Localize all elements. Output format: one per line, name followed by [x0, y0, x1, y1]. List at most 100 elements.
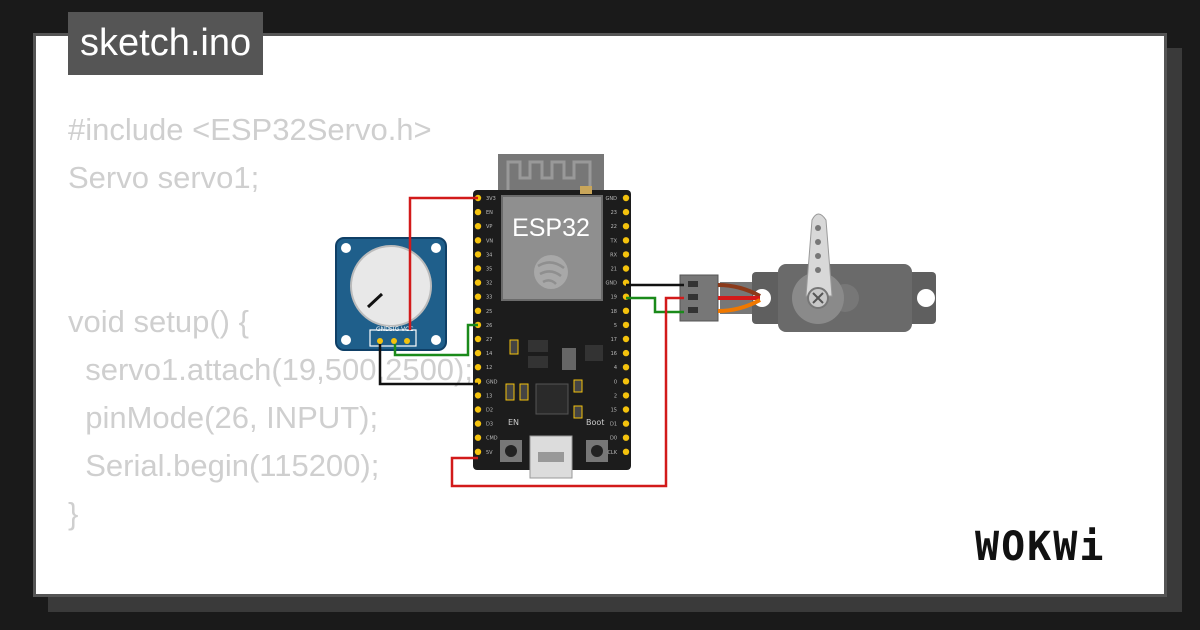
file-tab[interactable]: sketch.ino	[68, 12, 264, 75]
board-pin-label: 22	[611, 224, 617, 230]
boot-label: Boot	[586, 418, 604, 427]
board-pin[interactable]	[474, 420, 482, 427]
board-pin[interactable]	[474, 237, 482, 244]
wire-servo-signal	[626, 296, 684, 314]
board-pin-label: D1	[610, 422, 617, 428]
board-pin[interactable]	[622, 378, 630, 385]
code-line: Servo servo1;	[68, 160, 260, 195]
board-pin[interactable]	[474, 293, 482, 300]
pot-pin-label: SIG	[389, 326, 400, 333]
code-line: }	[68, 496, 79, 531]
servo-connector	[679, 274, 761, 322]
board-pin[interactable]	[474, 392, 482, 399]
code-line	[68, 538, 473, 586]
board-pin-label: VP	[486, 224, 492, 230]
code-line: servo1.attach(19,500,2500);	[68, 352, 473, 387]
board-pin[interactable]	[474, 208, 482, 216]
board-pin-label: EN	[486, 210, 493, 216]
board-pin-label: 32	[486, 281, 492, 287]
board-pin-label: GND	[606, 196, 618, 202]
board-pin[interactable]	[622, 335, 630, 343]
pot-knob[interactable]	[350, 245, 432, 327]
antenna-icon	[506, 160, 592, 195]
pot-pin-label: GND	[376, 326, 390, 333]
board-pin-label: 27	[486, 337, 492, 343]
board-pin-label: 16	[611, 351, 617, 357]
board-pin-label: GND	[486, 379, 498, 385]
board-pin[interactable]	[622, 420, 630, 427]
board-pin[interactable]	[474, 434, 482, 441]
board-pin-label: 13	[486, 393, 492, 399]
en-label: EN	[508, 418, 519, 427]
board-pin-label: TX	[610, 238, 618, 244]
board-pin[interactable]	[474, 335, 482, 343]
board-pin-label: D2	[486, 408, 493, 414]
wires	[378, 196, 684, 488]
board-pin-label: 3V3	[486, 196, 496, 202]
board-pin[interactable]	[622, 237, 630, 244]
esp32-module	[501, 195, 603, 301]
board-pin-label: 35	[486, 267, 492, 273]
board-pin[interactable]	[622, 434, 630, 441]
board-pin-label: 17	[611, 337, 617, 343]
board-pin[interactable]	[622, 251, 630, 258]
servo-screw-icon	[812, 292, 824, 304]
board-pin[interactable]	[622, 265, 630, 272]
board-pin-label: 34	[486, 252, 492, 258]
board-pin[interactable]	[474, 223, 482, 230]
board-pin[interactable]	[622, 448, 630, 455]
code-line: Serial.begin(115200);	[68, 448, 380, 483]
board-pin[interactable]	[622, 321, 630, 329]
board-pin-label: 12	[486, 365, 492, 371]
board-pin[interactable]	[622, 349, 630, 357]
board-pin-label: 19	[611, 295, 617, 301]
wire-servo-power	[450, 296, 684, 488]
board-pin[interactable]	[474, 279, 482, 286]
code-line: #include <ESP32Servo.h>	[68, 112, 432, 147]
board-pin-label: 23	[611, 210, 617, 216]
board-pin[interactable]	[474, 307, 482, 314]
board-pin-label: 5	[614, 323, 617, 329]
board-pin-label: CLK	[607, 450, 617, 456]
board-pin[interactable]	[474, 265, 482, 272]
board-pin-label: 33	[486, 295, 492, 301]
board-pin-label: 4	[614, 365, 617, 371]
board-pin[interactable]	[622, 223, 630, 230]
wire-signal	[393, 323, 478, 357]
board-pin[interactable]	[622, 406, 630, 413]
board-pin[interactable]	[622, 364, 630, 371]
code-editor[interactable]: #include <ESP32Servo.h> Servo servo1; void…	[68, 106, 473, 594]
wire-gnd-pot	[378, 344, 478, 386]
board-pin-label: VN	[486, 238, 493, 244]
board-pin-label: 5V	[486, 450, 493, 456]
code-line: void setup() {	[68, 304, 249, 339]
esp32-label: ESP32	[512, 214, 590, 242]
board-pin-label: 18	[611, 309, 617, 315]
board-pin-label: 26	[486, 323, 492, 329]
board-pin-label: RX	[610, 252, 617, 258]
board-pin-label: GND	[606, 281, 618, 287]
board-pin-label: 21	[611, 267, 617, 273]
potentiometer[interactable]: GND SIG VCC	[335, 237, 447, 351]
board-pin[interactable]	[474, 349, 482, 357]
board-pin-label: 14	[486, 351, 492, 357]
board-pin-label: 25	[486, 309, 492, 315]
board-pin[interactable]	[622, 392, 630, 399]
code-line: void loop() {	[68, 586, 473, 594]
wire-vcc	[408, 196, 478, 330]
board-pin-label: D0	[610, 436, 617, 442]
board-pin[interactable]	[622, 208, 630, 216]
code-line: pinMode(26, INPUT);	[68, 400, 379, 435]
board-pin[interactable]	[474, 406, 482, 413]
board-pin[interactable]	[622, 194, 630, 202]
wokwi-logo[interactable]: WOKWi	[975, 524, 1106, 570]
board-pin-label: 2	[614, 393, 617, 399]
board-pin[interactable]	[474, 448, 482, 455]
board-pin[interactable]	[474, 364, 482, 371]
board-pin[interactable]	[474, 251, 482, 258]
board-pin-label: 15	[611, 408, 617, 414]
board-pin[interactable]	[622, 307, 630, 314]
board-pin-label: D3	[486, 422, 493, 428]
esp32-board[interactable]: ESP32 EN Boot 3V3ENVPVN34353233252627141…	[473, 154, 631, 479]
